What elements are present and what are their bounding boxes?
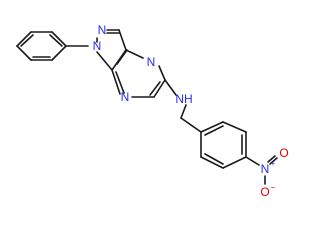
bond-lines [16, 29, 278, 185]
bond [164, 79, 177, 96]
bond [222, 156, 247, 169]
bond [111, 69, 121, 95]
atom-label-nitro-n: N [261, 162, 270, 176]
bond [180, 117, 202, 133]
atom-label-pyrazole-n2: N [98, 23, 107, 37]
bond [153, 79, 166, 98]
bond [200, 156, 224, 169]
atom-label-pyrazine-n4: N [147, 55, 156, 69]
bond [115, 71, 125, 94]
atom-label-nitro-o-top: O [279, 146, 288, 160]
bond [16, 45, 32, 61]
bond [116, 49, 128, 65]
bond [200, 121, 224, 133]
bond [49, 34, 63, 47]
bond [269, 157, 278, 165]
charge-plus-label: + [271, 159, 276, 168]
atom-labels: N N N N NH N + O O − [93, 23, 289, 199]
atom-label-pyrazine-n7: N [121, 90, 130, 104]
structure-diagram: N N N N NH N + O O − [16, 23, 289, 199]
bond [125, 49, 144, 59]
atom-label-pyrazole-n1: N [93, 39, 102, 53]
bond [267, 155, 276, 163]
bond [245, 156, 260, 166]
bond [204, 153, 224, 165]
bond [118, 29, 127, 51]
bond [16, 31, 32, 47]
bond [158, 65, 166, 81]
bond [20, 34, 34, 47]
bond [204, 125, 224, 136]
bond [149, 81, 161, 96]
bond [180, 104, 187, 119]
atom-label-amine-nh: NH [175, 92, 192, 106]
bond [222, 121, 247, 133]
atom-label-nitro-o-bottom: O [260, 185, 269, 199]
bond [96, 51, 113, 71]
bond [51, 45, 67, 61]
molecule-canvas: N N N N NH N + O O − [16, 23, 289, 199]
charge-minus-label: − [271, 183, 276, 192]
bond [51, 31, 67, 47]
